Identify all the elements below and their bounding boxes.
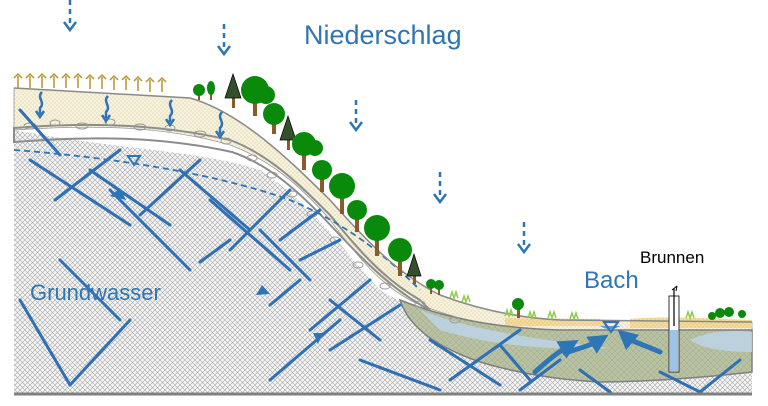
crop-row: [13, 72, 167, 92]
label-well: Brunnen: [640, 248, 705, 267]
label-stream: Bach: [584, 267, 639, 294]
water-lens-left: [420, 310, 610, 349]
water-lens-right: [690, 330, 752, 352]
conifer: [224, 72, 242, 108]
conifer: [279, 114, 297, 150]
valley-tree: [512, 298, 524, 318]
rain-arrow-2: [217, 24, 231, 57]
slope-trees: [193, 72, 746, 320]
conifer: [406, 252, 422, 284]
water-level-marker-stream: [601, 320, 621, 334]
bush: [426, 279, 436, 294]
fracture-flow-arrows: [110, 188, 323, 344]
groundwater-table: [13, 149, 421, 291]
rain-arrow-1: [63, 0, 77, 33]
tree: [329, 173, 355, 214]
bush: [434, 280, 444, 295]
rain-arrow-4: [433, 172, 447, 205]
rain-arrow-5: [517, 222, 531, 255]
tree: [347, 200, 367, 232]
infiltration-arrows: [34, 91, 226, 140]
label-precipitation: Niederschlag: [304, 20, 462, 50]
water-level-marker-left: [126, 155, 142, 167]
tree: [388, 238, 412, 276]
tree: [364, 215, 390, 256]
stream-inflow-arrows: [532, 329, 663, 375]
bedrock-fractures: [18, 108, 742, 394]
bush: [207, 81, 215, 100]
tree: [263, 103, 285, 134]
grass-tufts: [449, 289, 695, 322]
well: [668, 285, 680, 373]
tree: [292, 132, 323, 170]
rain-arrow-3: [349, 100, 363, 133]
well-water-column: [670, 330, 678, 371]
tree: [312, 160, 332, 192]
right-bank-bushes: [708, 307, 746, 320]
sand-strip-right-bank: [630, 317, 752, 328]
label-groundwater: Grundwasser: [30, 280, 161, 305]
rain-arrows: [63, 0, 531, 255]
bush: [193, 84, 205, 100]
tree: [241, 76, 275, 116]
well-outflow-icon: [671, 285, 678, 292]
bedrock-layer: [14, 130, 752, 394]
